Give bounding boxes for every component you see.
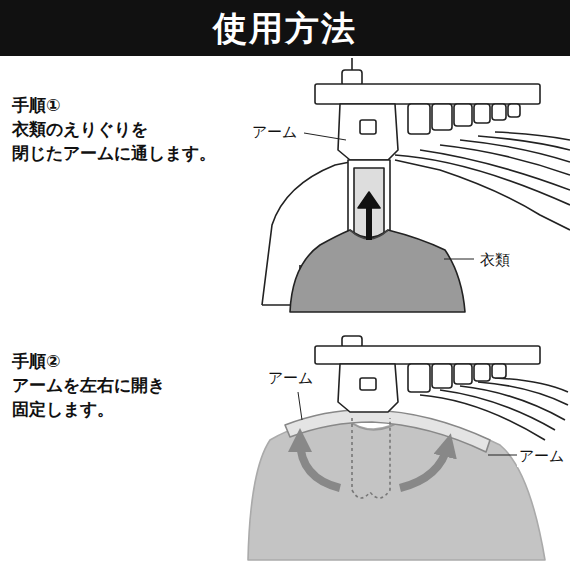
leader-line [488, 455, 517, 456]
leader-line [304, 133, 346, 140]
step2-figure [248, 336, 568, 560]
step-text: アームを左右に開き 固定します。 [12, 374, 248, 422]
step-number: 手順① [12, 94, 252, 118]
step-number: 手順② [12, 350, 252, 374]
title: 使用方法 [0, 0, 570, 56]
title-bar [0, 0, 570, 56]
step-text: 衣類のえりぐりを 閉じたアームに通します。 [12, 118, 248, 166]
leader-line [298, 392, 302, 420]
part-label: アーム [250, 122, 299, 143]
step1-figure [262, 58, 570, 312]
leader-line [444, 259, 474, 260]
part-label: アーム [517, 446, 566, 467]
part-label: 衣類 [478, 250, 512, 271]
part-label: アーム [266, 368, 315, 389]
